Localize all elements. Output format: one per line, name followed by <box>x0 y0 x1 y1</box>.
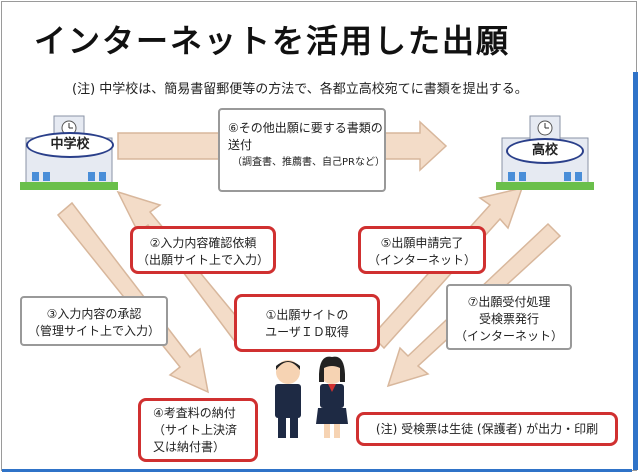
step-4-line-3: 又は納付書） <box>153 440 226 454</box>
step-6-box: ⑥その他出願に要する書類の 送付 （調査書、推薦書、自己PRなど） <box>218 108 386 192</box>
step-1-line-2: ユーザＩＤ取得 <box>265 325 349 339</box>
step-4-line-2: （サイト上決済 <box>153 423 238 437</box>
slide-edge-decoration <box>633 72 638 470</box>
step-6-line-1: ⑥その他出願に要する書類の <box>228 121 383 135</box>
step-6-line-3: （調査書、推薦書、自己PRなど） <box>232 157 385 168</box>
step-3-box: ③入力内容の承認 （管理サイト上で入力） <box>20 296 168 346</box>
step-7-line-3: （インターネット） <box>454 329 563 343</box>
step-2-line-2: （出願サイト上で入力） <box>136 253 269 267</box>
bottom-note-text: (注) 受検票は生徒 (保護者) が出力・印刷 <box>375 422 599 436</box>
step-7-line-1: ⑦出願受付処理 <box>467 295 551 309</box>
junior-high-label: 中学校 <box>26 132 114 158</box>
step-2-box: ②入力内容確認依頼 （出願サイト上で入力） <box>130 226 276 274</box>
step-1-line-1: ①出願サイトの <box>265 308 349 322</box>
step-7-line-2: 受検票発行 <box>478 312 539 326</box>
step-3-line-1: ③入力内容の承認 <box>46 307 142 321</box>
step-5-line-2: （インターネット） <box>367 253 476 267</box>
step-1-box: ①出願サイトの ユーザＩＤ取得 <box>234 294 380 352</box>
top-note: (注) 中学校は、簡易書留郵便等の方法で、各都立高校宛てに書類を提出する。 <box>72 82 528 97</box>
step-4-line-1: ④考査料の納付 <box>153 406 236 420</box>
step-5-line-1: ⑤出願申請完了 <box>380 236 464 250</box>
step-2-line-1: ②入力内容確認依頼 <box>149 236 257 250</box>
step-3-line-2: （管理サイト上で入力） <box>27 324 160 338</box>
students-icon <box>275 356 348 438</box>
step-6-line-2: 送付 <box>228 138 253 152</box>
bottom-note-box: (注) 受検票は生徒 (保護者) が出力・印刷 <box>356 412 618 446</box>
slide-title: インターネットを活用した出願 <box>34 22 511 60</box>
step-5-box: ⑤出願申請完了 （インターネット） <box>358 226 486 274</box>
slide-bottom-decoration <box>2 469 632 472</box>
high-school-label: 高校 <box>506 138 584 164</box>
step-4-box: ④考査料の納付 （サイト上決済 又は納付書） <box>138 398 258 462</box>
step-7-box: ⑦出願受付処理 受検票発行 （インターネット） <box>446 284 572 350</box>
